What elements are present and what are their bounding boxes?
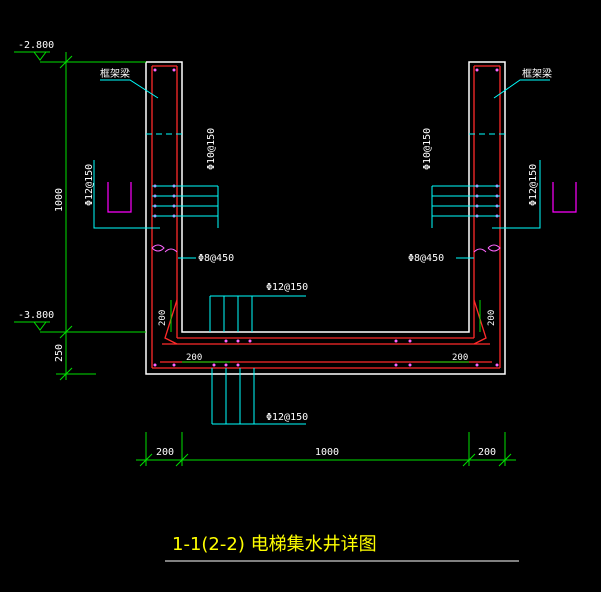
dim-wall-height: 1000 (54, 188, 65, 212)
dim-bottom-middle: 1000 (315, 447, 339, 458)
rebar-horiz-right: Φ12@150 (528, 164, 539, 206)
rebar-vert-right: Φ10@150 (422, 128, 433, 170)
rebar-slab-top: Φ12@150 (266, 282, 308, 293)
dim-slab: 250 (54, 344, 65, 362)
rebar-tie-right: Φ8@450 (408, 253, 444, 264)
rebar-cage (151, 65, 501, 369)
rebar-vert-left: Φ10@150 (206, 128, 217, 170)
elevation-top: -2.800 (18, 40, 54, 51)
pit-outline (145, 61, 506, 375)
rebar-horiz-left: Φ12@150 (84, 164, 95, 206)
elevation-bottom: -3.800 (18, 310, 54, 321)
dimension-lines (14, 51, 516, 467)
ubar-right-sketch (552, 182, 577, 213)
inner-dim-left-wall: 200 (158, 310, 168, 326)
rebar-tie-left: Φ8@450 (198, 253, 234, 264)
rebar-slab-bottom: Φ12@150 (266, 412, 308, 423)
dim-bottom-right: 200 (478, 447, 496, 458)
inner-dim-right-wall: 200 (487, 310, 497, 326)
leader-lines (93, 79, 550, 425)
bar-dots (153, 68, 499, 367)
ubar-left-sketch (107, 182, 132, 213)
tie-hooks (151, 244, 501, 253)
wall-label-left: 框架梁 (100, 67, 130, 80)
inner-dim-slab-right: 200 (452, 353, 468, 363)
inner-dim-slab-left: 200 (186, 353, 202, 363)
wall-label-right: 框架梁 (522, 67, 552, 80)
dim-bottom-left: 200 (156, 447, 174, 458)
drawing-title: 1-1(2-2) 电梯集水井详图 (172, 534, 377, 555)
